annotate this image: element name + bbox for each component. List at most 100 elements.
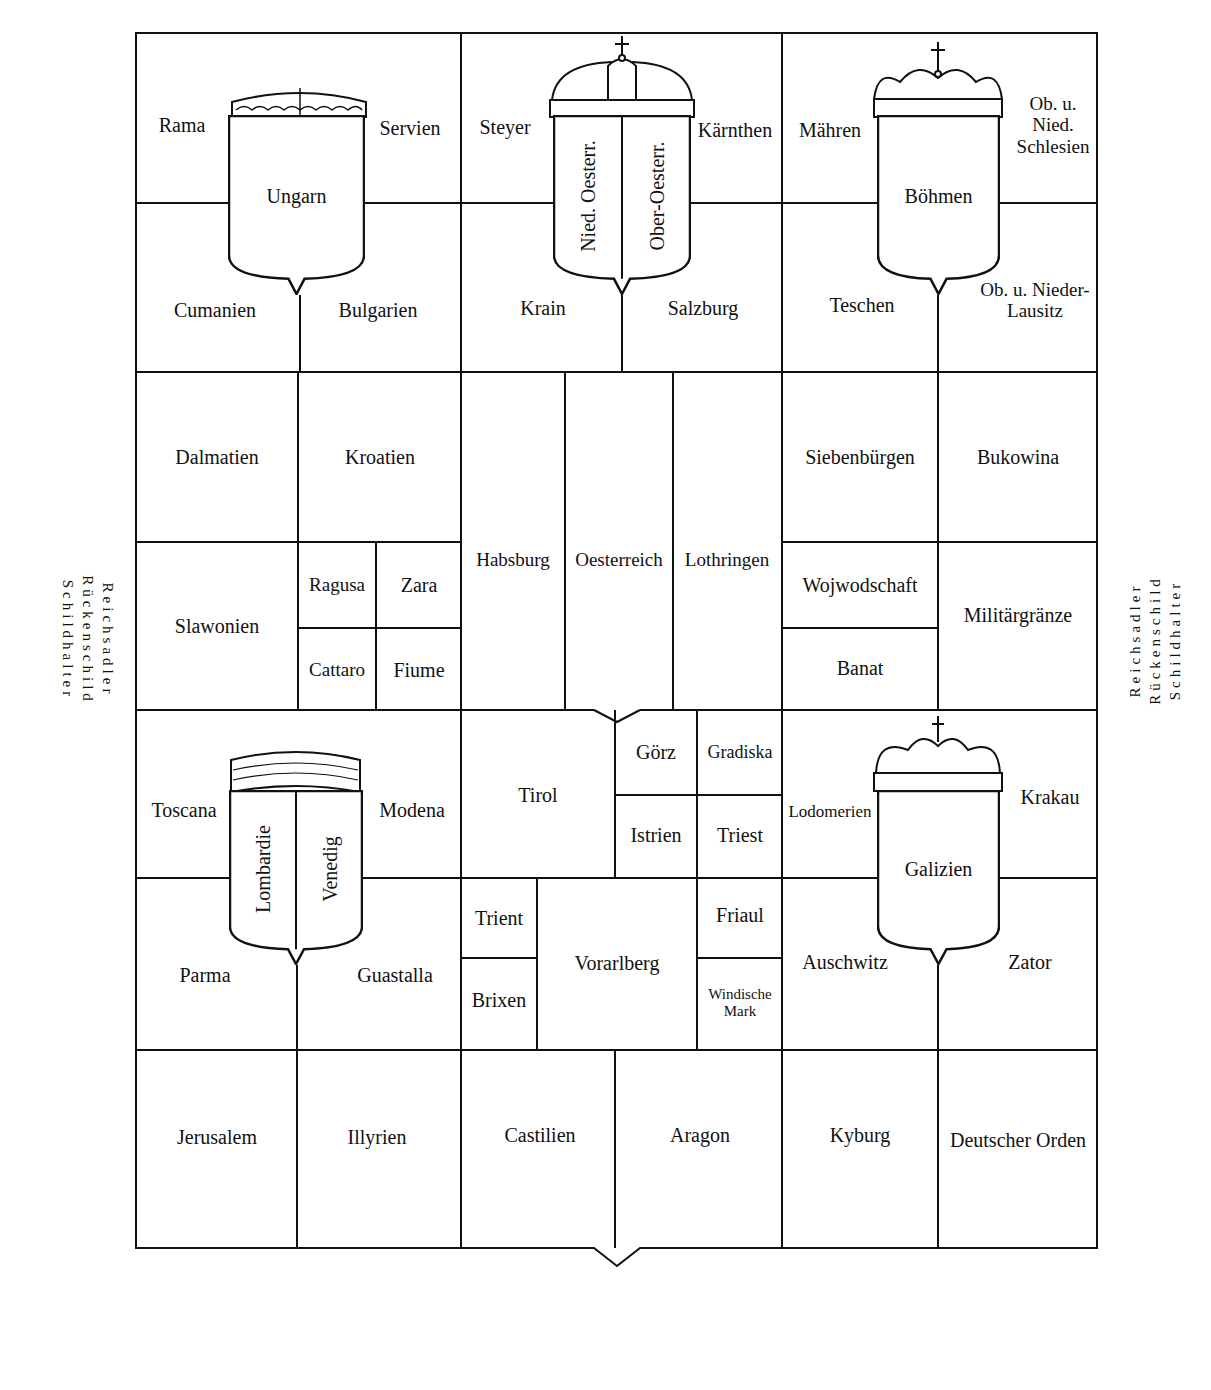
- field-label: Ob. u. Nied. Schlesien: [1012, 93, 1094, 157]
- field-label: Görz: [617, 741, 695, 763]
- field-label: Teschen: [812, 294, 912, 316]
- field-label: Lodomerien: [784, 802, 876, 821]
- crown-hungary: [232, 88, 366, 117]
- field-cell: Parma: [150, 964, 260, 986]
- field-cell: Auschwitz: [785, 951, 905, 973]
- field-cell: Bulgarien: [313, 299, 443, 321]
- field-cell: Lodomerien: [784, 802, 876, 821]
- field-cell: Kroatien: [310, 446, 450, 468]
- field-cell: Teschen: [812, 294, 912, 316]
- field-label: Kroatien: [310, 446, 450, 468]
- field-label: Zara: [380, 574, 458, 596]
- field-cell: Habsburg: [463, 549, 563, 570]
- side-note: ReichsadlerRückenschildSchildhalter: [58, 575, 118, 705]
- shield: LombardieVenedig: [229, 790, 363, 965]
- field-label: Mähren: [792, 119, 868, 141]
- field-cell: Modena: [367, 799, 457, 821]
- field-cell: Jerusalem: [142, 1126, 292, 1148]
- shield-border: [878, 791, 999, 964]
- field-cell: Kyburg: [790, 1124, 930, 1146]
- field-label: Gradiska: [699, 742, 781, 762]
- shield-label: Ober-Oesterr.: [645, 142, 668, 251]
- field-cell: Banat: [790, 657, 930, 679]
- field-label: Krakau: [1005, 786, 1095, 808]
- field-cell: Windische Mark: [700, 986, 780, 1020]
- field-label: Triest: [699, 824, 781, 846]
- shield-label: Galizien: [905, 857, 973, 880]
- crown-bohemia: [874, 42, 1002, 117]
- side-label: Rückenschild: [78, 575, 98, 705]
- field-label: Friaul: [699, 904, 781, 926]
- shield: Ungarn: [228, 115, 365, 295]
- field-cell: Rama: [142, 114, 222, 136]
- shield-divider: [295, 791, 297, 949]
- shield-label: Böhmen: [905, 185, 973, 208]
- crown-iron: [231, 752, 360, 792]
- shield: Nied. Oesterr. Ober-Oesterr.: [553, 115, 691, 295]
- field-label: Salzburg: [643, 297, 763, 319]
- field-label: Rama: [142, 114, 222, 136]
- field-label: Modena: [367, 799, 457, 821]
- field-cell: Militärgränze: [943, 604, 1093, 626]
- shield-label: Venedig: [318, 836, 341, 902]
- crown-galicia: [874, 716, 1002, 791]
- field-cell: Trient: [463, 907, 535, 929]
- field-cell: Friaul: [699, 904, 781, 926]
- field-cell: Aragon: [630, 1124, 770, 1146]
- field-label: Dalmatien: [147, 446, 287, 468]
- field-cell: Toscana: [141, 799, 227, 821]
- field-label: Wojwodschaft: [785, 574, 935, 596]
- field-cell: Zator: [975, 951, 1085, 973]
- field-cell: Vorarlberg: [542, 952, 692, 974]
- crown-imperial: [550, 36, 694, 117]
- side-label: Reichsadler: [1125, 575, 1145, 705]
- shield-label: Nied. Oesterr.: [576, 140, 599, 252]
- field-label: Habsburg: [463, 549, 563, 570]
- shield-border: [230, 791, 362, 964]
- field-cell: Fiume: [380, 659, 458, 681]
- field-label: Cattaro: [300, 659, 374, 680]
- shield-divider: [621, 116, 623, 279]
- shield-outline: [553, 115, 691, 295]
- field-label: Slawonien: [147, 615, 287, 637]
- field-cell: Brixen: [463, 989, 535, 1011]
- field-label: Windische Mark: [700, 986, 780, 1020]
- field-cell: Istrien: [617, 824, 695, 846]
- field-label: Istrien: [617, 824, 695, 846]
- field-label: Krain: [498, 297, 588, 319]
- field-label: Auschwitz: [785, 951, 905, 973]
- side-label: Schildhalter: [58, 575, 78, 705]
- shield: Galizien: [877, 790, 1000, 965]
- field-label: Servien: [372, 117, 448, 139]
- shield-outline: [229, 790, 363, 965]
- field-cell: Cumanien: [155, 299, 275, 321]
- field-label: Kyburg: [790, 1124, 930, 1146]
- shield-label: Ungarn: [267, 185, 327, 208]
- field-cell: Servien: [372, 117, 448, 139]
- field-cell: Deutscher Orden: [948, 1129, 1088, 1151]
- field-label: Brixen: [463, 989, 535, 1011]
- field-label: Ragusa: [300, 574, 374, 595]
- field-cell: Lothringen: [675, 549, 779, 570]
- field-cell: Ragusa: [300, 574, 374, 595]
- side-label: Schildhalter: [1165, 575, 1185, 705]
- field-cell: Salzburg: [643, 297, 763, 319]
- field-label: Oesterreich: [567, 549, 671, 570]
- field-cell: Krain: [498, 297, 588, 319]
- field-cell: Ob. u. Nieder-Lausitz: [979, 279, 1091, 322]
- shield-border: [229, 116, 364, 294]
- field-cell: Dalmatien: [147, 446, 287, 468]
- field-label: Toscana: [141, 799, 227, 821]
- shield-border: [554, 116, 690, 294]
- field-cell: Mähren: [792, 119, 868, 141]
- field-label: Jerusalem: [142, 1126, 292, 1148]
- field-label: Fiume: [380, 659, 458, 681]
- field-label: Trient: [463, 907, 535, 929]
- side-note: ReichsadlerRückenschildSchildhalter: [1125, 575, 1185, 705]
- field-cell: Siebenbürgen: [790, 446, 930, 468]
- field-cell: Oesterreich: [567, 549, 671, 570]
- field-label: Banat: [790, 657, 930, 679]
- field-label: Militärgränze: [943, 604, 1093, 626]
- field-label: Lothringen: [675, 549, 779, 570]
